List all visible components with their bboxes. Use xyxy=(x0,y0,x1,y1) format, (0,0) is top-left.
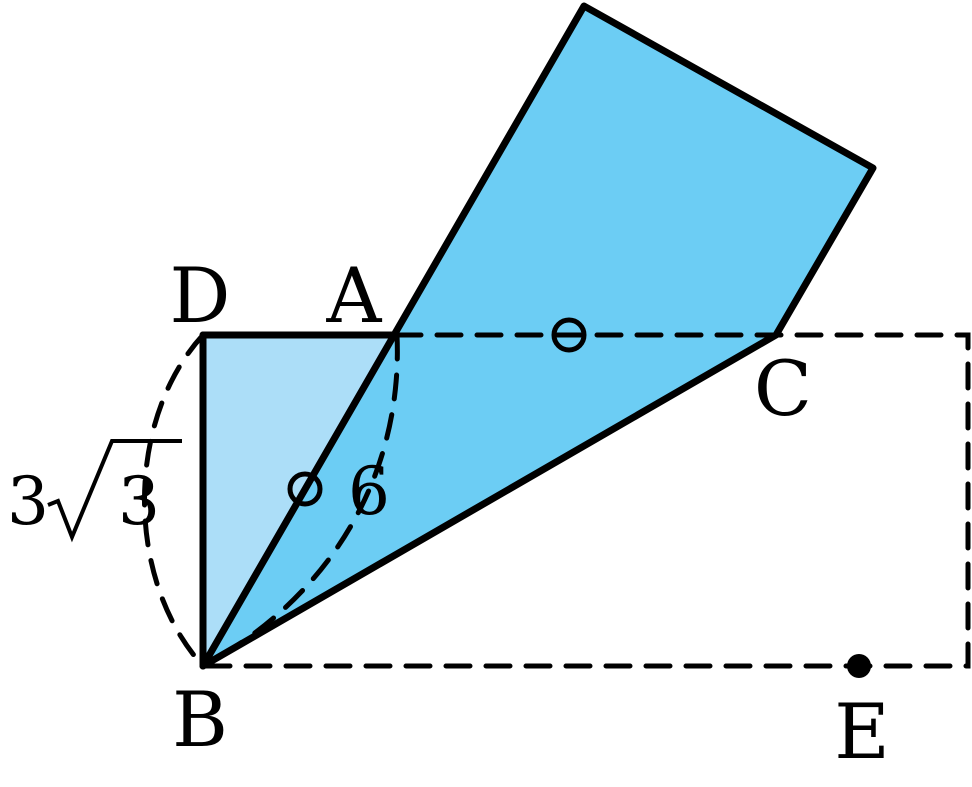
label-db-length: 3 3 xyxy=(7,439,182,543)
label-a: A xyxy=(326,251,383,340)
label-b: B xyxy=(172,675,228,764)
dashed-arc-db xyxy=(142,332,206,669)
label-e: E xyxy=(834,687,889,776)
point-e-dot xyxy=(847,654,871,678)
label-db-radicand: 3 xyxy=(118,463,160,540)
dashed-rectangle xyxy=(200,332,971,669)
radical-sign xyxy=(47,439,182,543)
label-db-coefficient: 3 xyxy=(7,463,49,540)
label-c: C xyxy=(754,344,812,433)
solid-outline-folded xyxy=(199,2,877,670)
label-d: D xyxy=(170,251,231,340)
equal-mark-ab xyxy=(287,471,323,507)
equal-mark-ac xyxy=(551,317,587,353)
label-ab-length: 6 xyxy=(348,453,390,530)
